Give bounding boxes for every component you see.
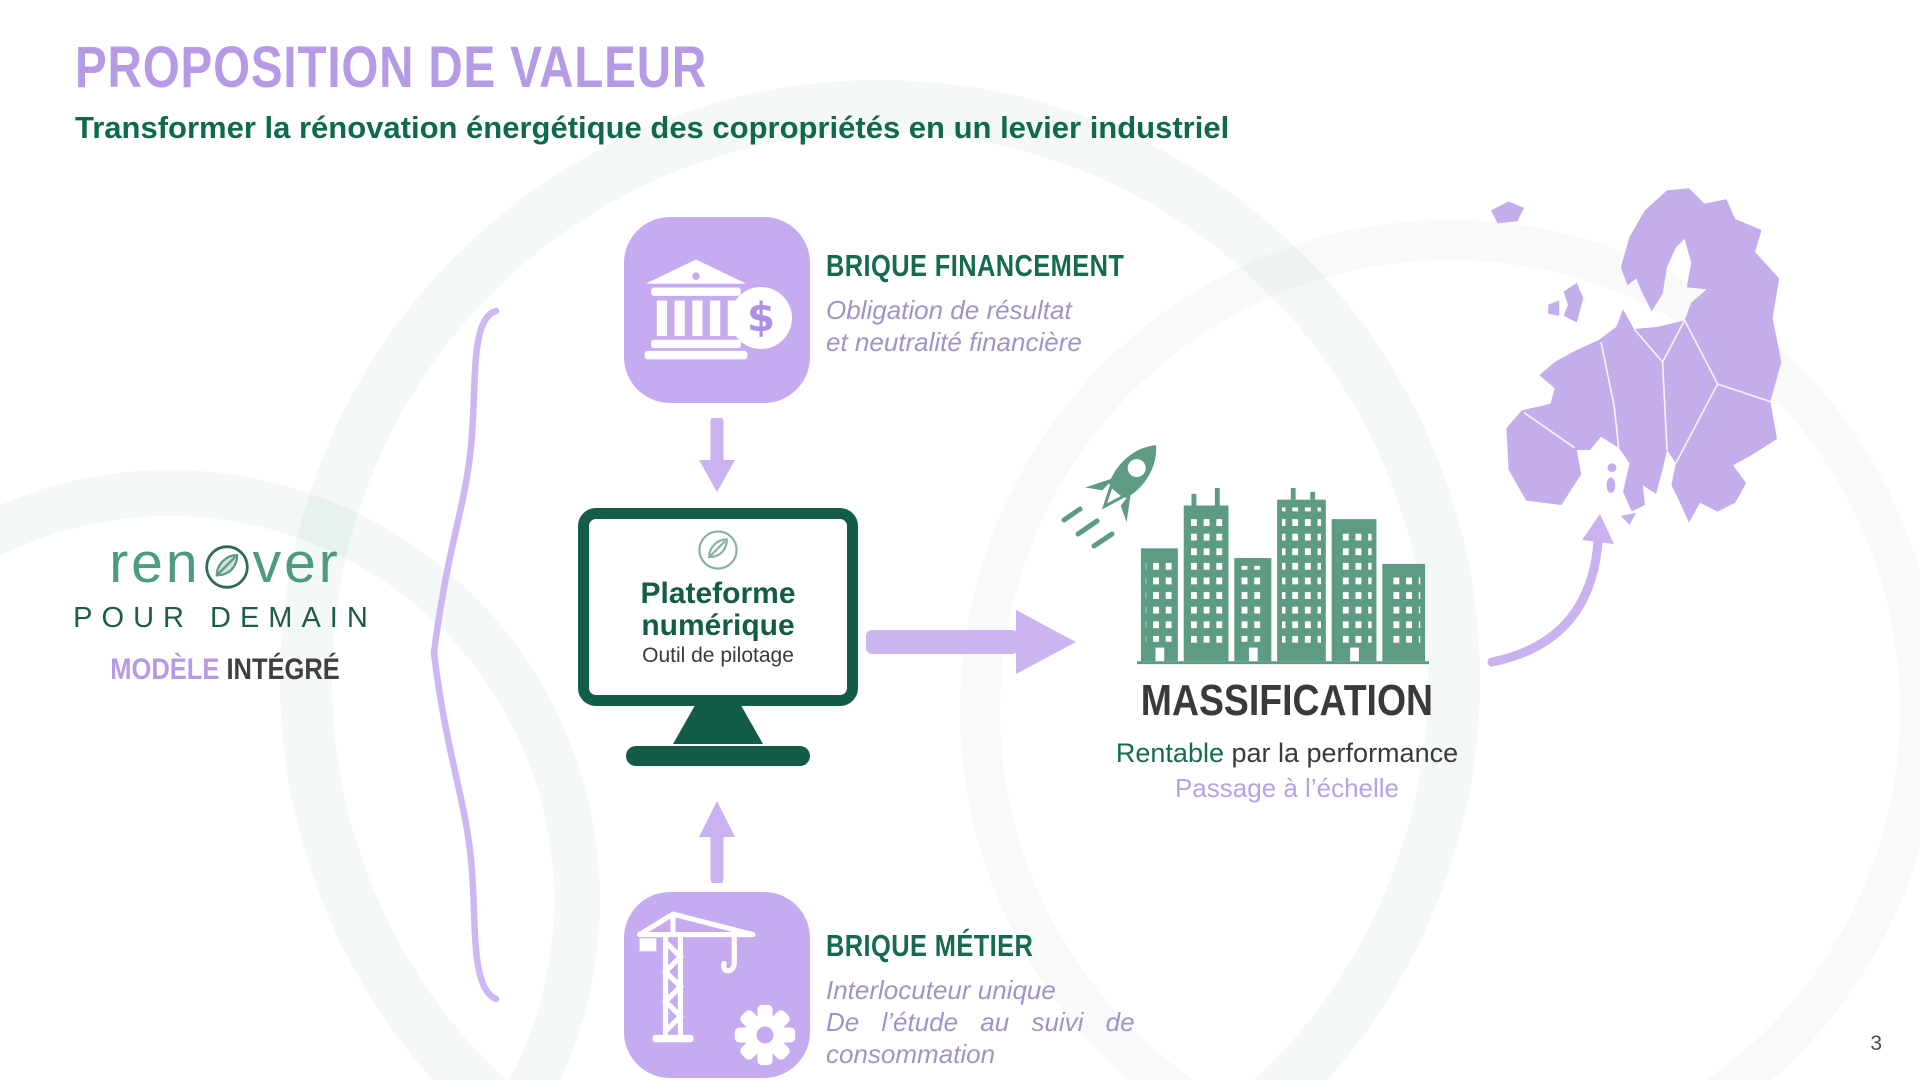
metier-text-block: BRIQUE MÉTIER Interlocuteur unique De l’… — [826, 928, 1135, 1070]
finance-text-block: BRIQUE FINANCEMENT Obligation de résulta… — [826, 248, 1190, 358]
monitor-base — [626, 746, 810, 766]
finance-desc-line1: Obligation de résultat — [826, 295, 1072, 325]
dollar-symbol: $ — [747, 295, 775, 341]
finance-card: $ — [624, 217, 810, 403]
logo-text-suffix: ver — [252, 531, 341, 595]
page-number: 3 — [1870, 1032, 1882, 1055]
rocket-icon — [1061, 445, 1157, 549]
page-subtitle: Transformer la rénovation énergétique de… — [75, 110, 1230, 145]
curly-brace-shape — [430, 307, 500, 1003]
right-arrow — [866, 610, 1076, 674]
massification-title-text: MASSIFICATION — [1140, 676, 1434, 725]
platform-subtitle: Outil de pilotage — [642, 644, 794, 667]
finance-description: Obligation de résultat et neutralité fin… — [826, 294, 1190, 358]
monitor-stand — [673, 706, 763, 744]
monitor-screen: Plateforme numérique Outil de pilotage — [578, 508, 858, 706]
metier-desc-line1: Interlocuteur unique — [826, 975, 1056, 1005]
curved-up-arrow — [1487, 514, 1614, 667]
metier-description: Interlocuteur unique De l’étude au suivi… — [826, 974, 1135, 1070]
performance-rest: par la performance — [1223, 738, 1459, 768]
massification-block: MASSIFICATION Rentable par la performanc… — [1092, 676, 1482, 804]
crane-icon — [637, 911, 756, 1043]
logo-text-prefix: ren — [109, 531, 201, 595]
page-title-text: PROPOSITION DE VALEUR — [75, 35, 708, 100]
platform-title: Plateforme numérique — [589, 578, 847, 642]
gear-icon — [734, 1004, 796, 1066]
massification-title: MASSIFICATION — [1092, 676, 1482, 726]
buildings-icon — [1137, 487, 1429, 665]
leaf-logo-icon — [698, 530, 738, 570]
metier-title-text: BRIQUE MÉTIER — [826, 928, 1034, 963]
finance-desc-line2: et neutralité financière — [826, 327, 1082, 357]
model-label: MODÈLE INTÉGRÉ — [55, 653, 395, 687]
massification-performance-line: Rentable par la performance — [1092, 738, 1482, 769]
leaf-logo-icon — [203, 539, 251, 589]
down-arrow — [699, 418, 735, 492]
metier-title: BRIQUE MÉTIER — [826, 928, 1135, 964]
metier-desc-line3: consommation — [826, 1039, 996, 1069]
massification-scale-line: Passage à l’échelle — [1174, 773, 1400, 803]
logo-tagline: POUR DEMAIN — [73, 602, 377, 634]
up-arrow — [699, 801, 735, 883]
finance-title-text: BRIQUE FINANCEMENT — [826, 248, 1125, 283]
model-word-purple: MODÈLE — [110, 653, 220, 686]
page-title: PROPOSITION DE VALEUR — [75, 34, 846, 101]
dollar-coin-icon: $ — [730, 287, 792, 349]
metier-card — [624, 892, 810, 1078]
platform-title-line2: numérique — [641, 609, 795, 642]
digital-platform: Plateforme numérique Outil de pilotage — [578, 508, 858, 766]
finance-title: BRIQUE FINANCEMENT — [826, 248, 1190, 284]
model-label-inner: MODÈLE INTÉGRÉ — [110, 653, 340, 687]
performance-highlight: Rentable — [1115, 738, 1224, 768]
europe-map-image — [1491, 188, 1782, 525]
metier-desc-line2: De l’étude au suivi de — [826, 1007, 1135, 1037]
platform-title-line1: Plateforme — [640, 577, 796, 610]
bank-icon — [644, 259, 748, 360]
model-word-dark: INTÉGRÉ — [226, 653, 340, 686]
